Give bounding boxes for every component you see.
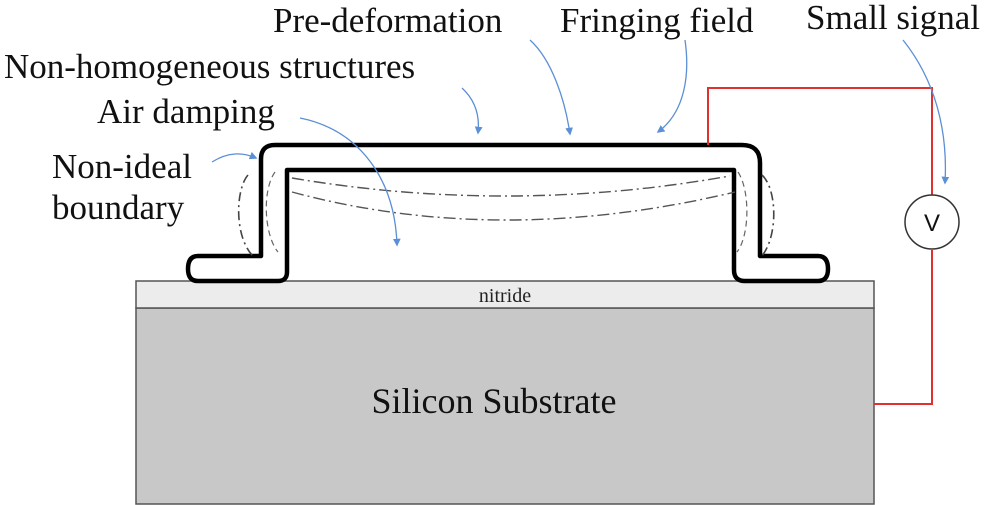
arrow-small-signal xyxy=(902,39,950,185)
deformation-curve-upper xyxy=(291,175,731,197)
label-non-homogeneous: Non-homogeneous structures xyxy=(4,47,415,86)
suspended-beam xyxy=(185,142,831,284)
label-silicon-substrate: Silicon Substrate xyxy=(372,381,617,421)
non-ideal-boundary-left xyxy=(237,174,256,259)
voltmeter xyxy=(904,194,960,250)
label-small-signal: Small signal xyxy=(806,0,980,37)
arrow-non-homogeneous xyxy=(461,87,483,135)
arrow-pre-deformation xyxy=(529,39,573,136)
label-pre-deformation: Pre-deformation xyxy=(273,1,502,40)
label-air-damping: Air damping xyxy=(97,92,275,131)
arrow-fringing-field xyxy=(656,39,688,133)
silicon-substrate xyxy=(135,307,875,505)
arrow-non-ideal-boundary xyxy=(211,151,258,163)
label-nitride: nitride xyxy=(479,285,531,307)
nitride-layer xyxy=(135,280,875,309)
label-non-ideal: Non-ideal xyxy=(52,147,192,186)
non-ideal-boundary-left-inner xyxy=(265,171,279,253)
deformation-curve-lower xyxy=(291,191,736,221)
signal-wire-return xyxy=(874,250,933,405)
voltmeter-label: V xyxy=(924,210,940,237)
arrow-air-damping xyxy=(299,117,401,247)
label-boundary: boundary xyxy=(52,188,185,227)
non-ideal-boundary-right xyxy=(759,174,775,259)
non-ideal-boundary-right-inner xyxy=(736,171,748,253)
signal-wire xyxy=(707,87,933,195)
label-fringing-field: Fringing field xyxy=(560,1,754,40)
